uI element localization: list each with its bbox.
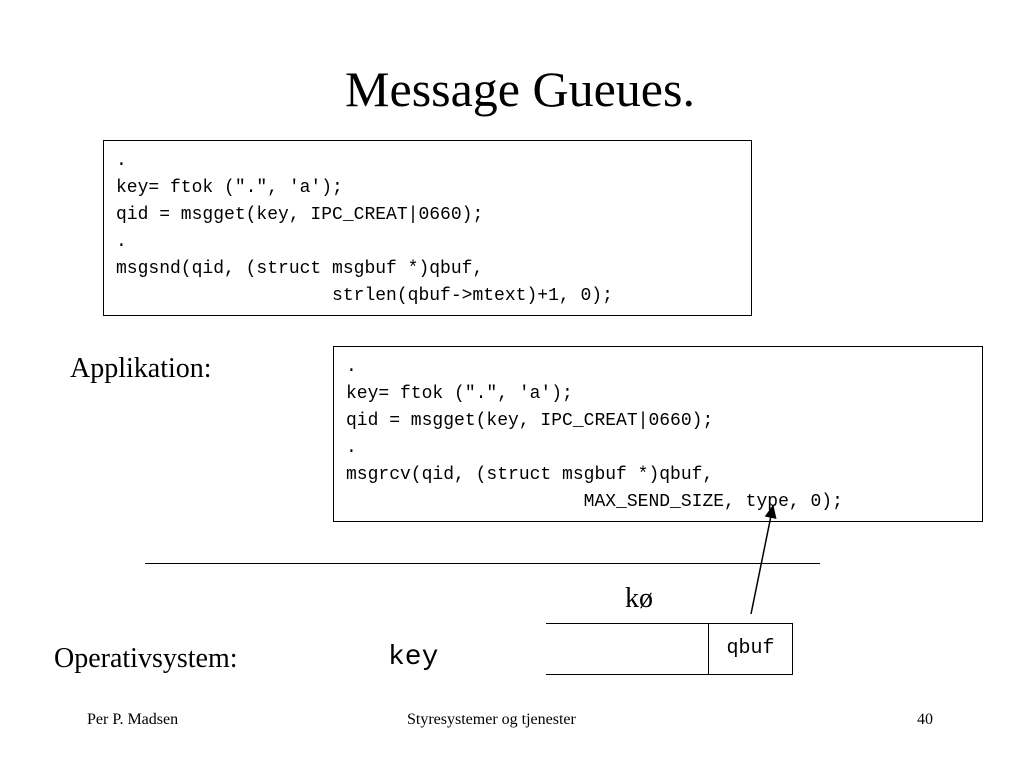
- application-label: Applikation:: [70, 353, 212, 384]
- code-line: msgrcv(qid, (struct msgbuf *)qbuf,: [346, 465, 714, 485]
- sender-code-box: . key= ftok (".", 'a'); qid = msgget(key…: [103, 140, 752, 316]
- qbuf-cell: qbuf: [708, 623, 793, 675]
- code-line: .: [116, 151, 127, 171]
- footer-author: Per P. Madsen: [87, 711, 179, 728]
- code-line: key= ftok (".", 'a');: [116, 178, 343, 198]
- arrow-line: [750, 504, 777, 615]
- code-line: key= ftok (".", 'a');: [346, 384, 573, 404]
- code-line: MAX_SEND_SIZE, type, 0);: [346, 492, 843, 512]
- code-line: .: [346, 357, 357, 377]
- code-line: qid = msgget(key, IPC_CREAT|0660);: [346, 411, 714, 431]
- slide-title: Message Gueues.: [345, 61, 695, 117]
- queue-top-border: [546, 623, 709, 624]
- key-label: key: [388, 642, 439, 673]
- code-line: .: [346, 438, 357, 458]
- receiver-code-box: . key= ftok (".", 'a'); qid = msgget(key…: [333, 346, 983, 522]
- code-line: strlen(qbuf->mtext)+1, 0);: [116, 286, 613, 306]
- footer-page-number: 40: [917, 711, 933, 728]
- code-line: qid = msgget(key, IPC_CREAT|0660);: [116, 205, 484, 225]
- app-os-separator: [145, 563, 820, 564]
- os-label: Operativsystem:: [54, 643, 238, 674]
- queue-bottom-border: [546, 674, 709, 675]
- queue-label: kø: [625, 583, 653, 614]
- footer-course: Styresystemer og tjenester: [407, 711, 576, 728]
- code-line: msgsnd(qid, (struct msgbuf *)qbuf,: [116, 259, 484, 279]
- code-line: .: [116, 232, 127, 252]
